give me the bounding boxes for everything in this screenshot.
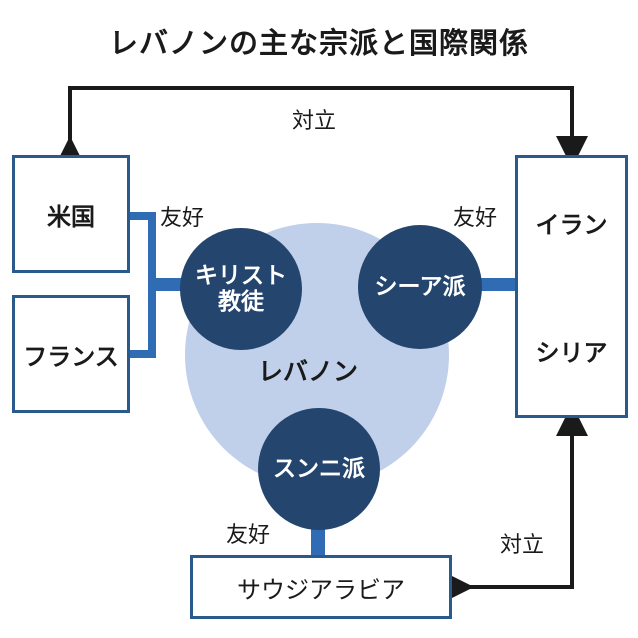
bottom-conflict-arrow (442, 404, 588, 603)
top-conflict-arrow (54, 86, 588, 168)
diagram-title: レバノンの主な宗派と国際関係 (108, 26, 529, 60)
lebanon-label: レバノン (258, 357, 359, 386)
usa-link (128, 212, 153, 220)
usa-box: 米国 (12, 155, 130, 273)
friendly-sunni-label: 友好 (226, 523, 271, 548)
christian-circle: キリスト 教徒 (180, 228, 302, 350)
france-link (128, 350, 153, 358)
iran-label: イラン (535, 210, 608, 239)
syria-label: シリア (535, 339, 608, 368)
france-box: フランス (12, 295, 130, 413)
friendly-shia-label: 友好 (453, 206, 498, 231)
friendly-christian-label: 友好 (160, 206, 205, 231)
bottom-conflict-label: 対立 (500, 533, 545, 558)
sunni-circle: スンニ派 (258, 408, 380, 530)
saudi-box: サウジアラビア (190, 555, 452, 619)
iran-syria-box: イラン シリア (515, 155, 628, 418)
shia-circle: シーア派 (358, 225, 482, 349)
west-to-christian-link (148, 278, 190, 291)
shia-to-iran-link (470, 278, 518, 291)
top-conflict-label: 対立 (292, 109, 337, 134)
